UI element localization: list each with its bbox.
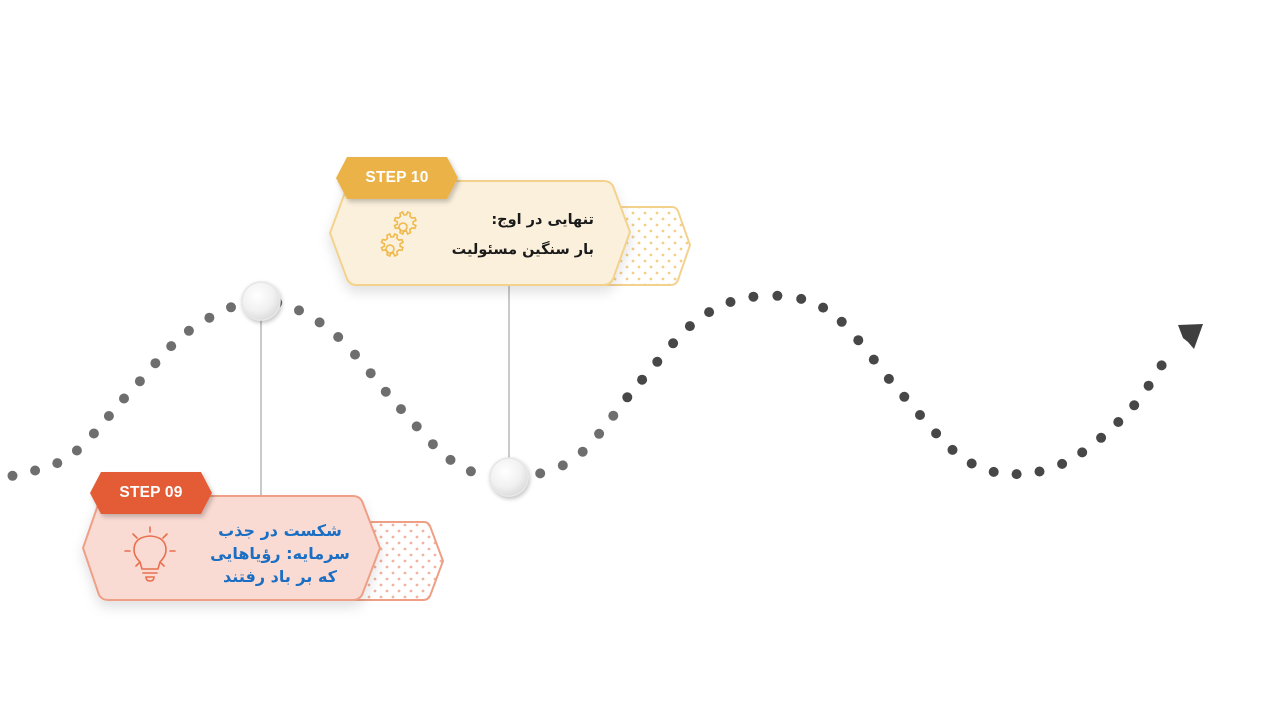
wave-dot (748, 291, 759, 302)
step-09-tag (90, 472, 212, 514)
wave-dot (966, 458, 977, 469)
wave-dot (103, 411, 114, 421)
step-10-subtitle: بار سنگین مسئولیت (451, 242, 594, 258)
wave-dot (294, 305, 304, 316)
wave-dot (150, 358, 161, 369)
wave-dot (868, 354, 879, 365)
step-10-title: تنهایی در اوج: (491, 212, 594, 228)
wave-dot (818, 302, 829, 313)
wave-dot (427, 439, 438, 450)
wave-dot (947, 444, 958, 455)
wave-dot (30, 465, 41, 476)
wave-dot (445, 454, 456, 465)
wave-dot (1077, 447, 1088, 458)
wave-dot (1129, 400, 1140, 411)
wave-dot (52, 458, 63, 469)
wave-dot (226, 302, 236, 313)
wave-dot (183, 325, 194, 336)
wave-dot (350, 349, 360, 360)
wave-dot (557, 460, 568, 471)
wave-dot (166, 341, 177, 352)
wave-dot (836, 316, 847, 327)
wave-dot (637, 374, 648, 385)
gears-icon (380, 210, 417, 258)
arrow-head-icon (1178, 324, 1203, 349)
wave-dot (1143, 380, 1154, 391)
wave-dot (931, 428, 942, 439)
wave-dot (333, 332, 344, 342)
wave-dot (119, 393, 129, 404)
wave-dot (622, 392, 633, 403)
wave-dot (725, 297, 736, 307)
wave-dot (396, 404, 406, 415)
wave-dot (71, 445, 82, 456)
step-09-title: شکست در جذب سرمایه: رؤیاهایی که بر باد ر… (210, 521, 350, 586)
step-10-tag-label: STEP 10 (365, 169, 429, 186)
wave-dot (134, 376, 145, 387)
wave-dot (1156, 360, 1167, 371)
wave-dot (668, 338, 679, 349)
wave-dot (314, 317, 325, 328)
wave-dot (915, 410, 925, 420)
step-09-card[interactable] (81, 472, 445, 601)
wave-dot (7, 470, 18, 481)
wave-dot (365, 368, 376, 379)
wave-dot (594, 428, 605, 439)
wave-dot (853, 335, 864, 346)
wave-dot (1113, 417, 1124, 427)
wave-path-dots (7, 290, 1167, 481)
wave-dot (1057, 458, 1068, 469)
timeline-node-step-10[interactable] (489, 457, 529, 497)
step-10-text: تنهایی در اوج: بار سنگین مسئولیت (432, 205, 594, 265)
wave-dot (204, 312, 215, 323)
wave-dot (1034, 466, 1045, 477)
wave-dot (411, 421, 422, 432)
wave-dot (535, 468, 546, 479)
wave-dot (1011, 469, 1022, 480)
wave-dot (796, 293, 807, 304)
wave-dot (88, 428, 99, 439)
wave-dot (772, 290, 783, 301)
wave-dot (899, 391, 910, 402)
wave-dot (704, 307, 715, 318)
wave-dot (608, 410, 619, 421)
wave-dot (988, 466, 999, 477)
wave-dot (883, 373, 894, 384)
wave-dot (1096, 432, 1107, 443)
step-10-card[interactable] (328, 157, 692, 286)
step-10-tag (336, 157, 458, 199)
wave-dot (684, 321, 695, 332)
lightbulb-icon (124, 526, 176, 582)
step-09-tag-label: STEP 09 (119, 484, 183, 501)
wave-dot (465, 466, 476, 477)
wave-dot (577, 446, 588, 457)
timeline-node-step-09[interactable] (241, 281, 281, 321)
wave-dot (380, 386, 391, 397)
wave-dot (652, 356, 663, 367)
